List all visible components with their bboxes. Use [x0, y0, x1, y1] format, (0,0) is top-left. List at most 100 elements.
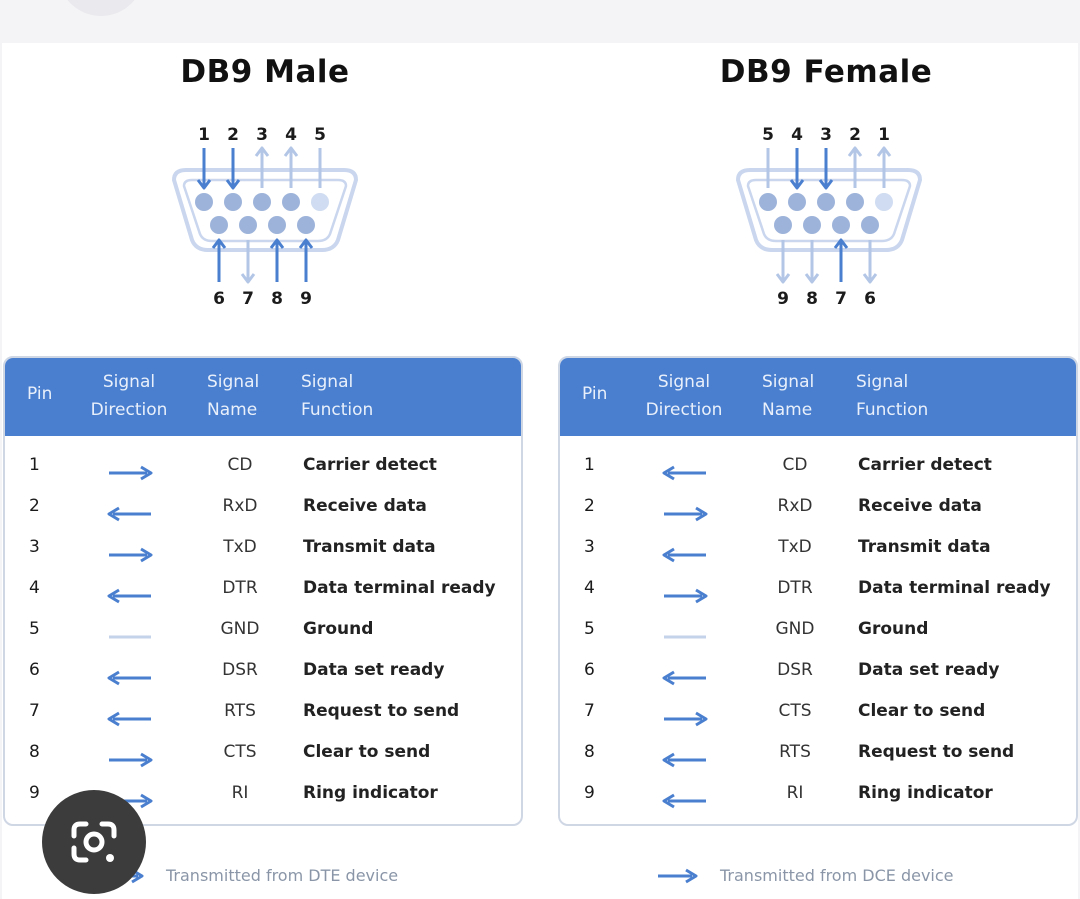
pin-arrow-2 [847, 146, 863, 188]
signal-direction [660, 580, 710, 604]
pin-2 [224, 193, 242, 211]
pin-number: 2 [584, 496, 595, 516]
arrow-left-icon [107, 588, 151, 604]
signal-function: Ring indicator [858, 783, 993, 803]
signal-function: Data terminal ready [858, 578, 1051, 598]
signal-name: RxD [222, 496, 258, 516]
pin-9 [297, 216, 315, 234]
pin-arrow-9 [298, 238, 314, 282]
male-legend: Transmitted from DTE device [102, 866, 398, 885]
pin-arrow-2 [225, 148, 241, 190]
pin-arrow-6 [862, 240, 878, 284]
pin-label: 7 [242, 289, 254, 309]
pin-label: 6 [864, 289, 876, 309]
signal-direction [660, 744, 710, 768]
signal-function: Data set ready [303, 660, 445, 680]
pin-number: 1 [29, 455, 40, 475]
male-title: DB9 Male [180, 54, 350, 90]
signal-function: Data terminal ready [303, 578, 496, 598]
google-lens-button[interactable] [42, 790, 146, 894]
pin-label: 5 [314, 125, 326, 145]
pin-label: 1 [878, 125, 890, 145]
arrow-right-icon [664, 711, 708, 727]
signal-name: DSR [222, 660, 258, 680]
signal-direction [105, 621, 155, 639]
pin-6 [861, 216, 879, 234]
pin-number: 7 [584, 701, 595, 721]
arrow-left-icon [107, 506, 151, 522]
arrow-left-icon [662, 670, 706, 686]
pin-arrow-6 [211, 238, 227, 282]
signal-function: Request to send [858, 742, 1015, 762]
female-title: DB9 Female [719, 54, 933, 90]
pin-number: 3 [584, 537, 595, 557]
pin-arrow-8 [269, 238, 285, 282]
pin-1 [195, 193, 213, 211]
arrow-left-icon [107, 711, 151, 727]
pin-arrow-1 [876, 146, 892, 188]
pin-label: 8 [271, 289, 283, 309]
legend-text: Transmitted from DTE device [166, 866, 399, 885]
arrow-left-icon [662, 465, 706, 481]
pin-9 [774, 216, 792, 234]
pin-arrow-4 [789, 148, 805, 190]
signal-function: Ground [303, 619, 374, 639]
signal-function: Receive data [303, 496, 427, 516]
arrow-right-icon [109, 752, 153, 768]
pin-number: 3 [29, 537, 40, 557]
pin-5 [311, 193, 329, 211]
pin-number: 5 [584, 619, 595, 639]
signal-name: CD [227, 455, 253, 475]
pin-label: 1 [198, 125, 210, 145]
pin-label: 2 [849, 125, 861, 145]
arrow-right-icon [109, 465, 153, 481]
pin-arrow-9 [775, 240, 791, 284]
pin-4 [282, 193, 300, 211]
signal-function: Receive data [858, 496, 982, 516]
pin-7 [832, 216, 850, 234]
signal-name: GND [220, 619, 260, 639]
google-lens-icon [71, 821, 117, 863]
signal-direction [660, 785, 710, 809]
signal-direction [105, 539, 155, 563]
pin-label: 8 [806, 289, 818, 309]
pin-number: 8 [29, 742, 40, 762]
signal-direction [105, 580, 155, 604]
signal-name: TxD [223, 537, 257, 557]
signal-name: DSR [777, 660, 813, 680]
pin-arrow-8 [804, 240, 820, 284]
pin-4 [788, 193, 806, 211]
signal-name: TxD [778, 537, 812, 557]
pin-5 [759, 193, 777, 211]
pin-number: 9 [29, 783, 40, 803]
line-icon [664, 635, 706, 639]
pin-number: 9 [584, 783, 595, 803]
arrow-left-icon [662, 547, 706, 563]
signal-direction [105, 703, 155, 727]
signal-name: RTS [779, 742, 811, 762]
pin-number: 5 [29, 619, 40, 639]
signal-name: DTR [777, 578, 813, 598]
pin-number: 4 [29, 578, 40, 598]
pin-arrow-3 [254, 146, 270, 188]
header-pin: Pin [27, 384, 53, 404]
legend-text: Transmitted from DCE device [720, 866, 954, 885]
pin-label: 4 [285, 125, 297, 145]
